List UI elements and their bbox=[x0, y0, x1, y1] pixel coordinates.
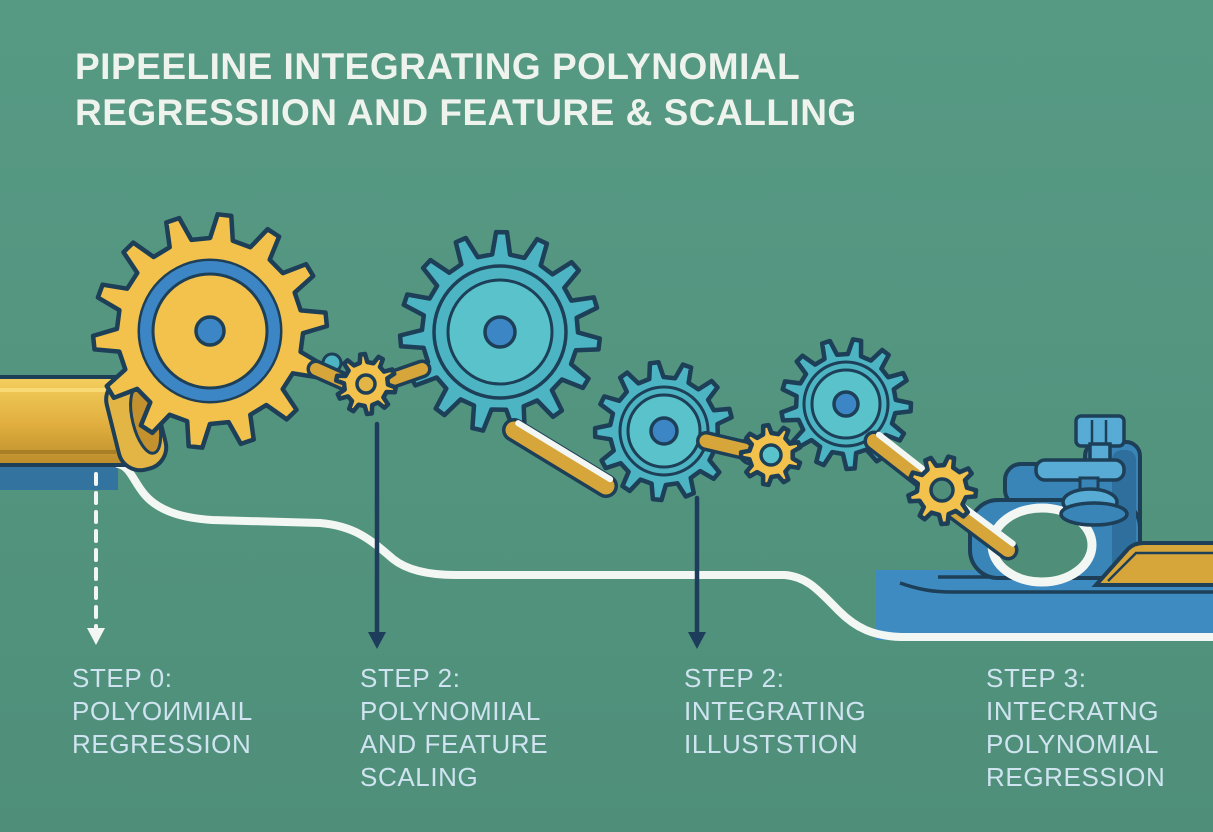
page-title: PIPEELINE INTEGRATING POLYNOMIAL REGRESS… bbox=[75, 44, 857, 136]
title-line-2: REGRESSIION AND FEATURE & SCALLING bbox=[75, 92, 857, 133]
step-line: AND FEATURE bbox=[360, 729, 549, 759]
solid-down-arrow-step-1 bbox=[368, 421, 386, 649]
platform-edge bbox=[899, 581, 1213, 594]
step-heading: STEP 0: bbox=[72, 663, 173, 693]
step-line: REGRESSION bbox=[72, 729, 252, 759]
step-label-1: STEP 2: POLYNOMIIAL AND FEATURE SCALING bbox=[360, 662, 548, 794]
step-line: ILLUSTSTION bbox=[684, 729, 859, 759]
title-line-1: PIPEELINE INTEGRATING POLYNOMIAL bbox=[75, 46, 801, 87]
step-line: POLYOИMIAIL bbox=[72, 696, 253, 726]
gear-icon-medium-teal bbox=[592, 359, 735, 503]
step-line: POLYNOMIIAL bbox=[360, 696, 541, 726]
step-label-2: STEP 2: INTEGRATING ILLUSTSTION bbox=[684, 662, 866, 761]
step-line: REGRESSION bbox=[986, 762, 1166, 792]
output-tray bbox=[1091, 541, 1213, 587]
gear-icon-small-yellow-2 bbox=[738, 422, 803, 488]
gear-icon-large-teal bbox=[397, 229, 603, 434]
solid-down-arrow-step-2 bbox=[688, 495, 706, 649]
step-line: INTEGRATING bbox=[684, 696, 867, 726]
step-label-0: STEP 0: POLYOИMIAIL REGRESSION bbox=[72, 662, 253, 761]
dashed-down-arrow-step-0 bbox=[87, 472, 105, 645]
step-label-3: STEP 3: INTECRATNG POLYNOMIAL REGRESSION bbox=[986, 662, 1165, 794]
gear-icon-small-yellow-3 bbox=[906, 454, 979, 527]
step-line: INTECRATNG bbox=[986, 696, 1160, 726]
gear-icon-medium-teal-2 bbox=[779, 337, 914, 472]
boundary-wave bbox=[114, 460, 1213, 641]
step-line: SCALING bbox=[360, 762, 479, 792]
pipe-shadow bbox=[0, 464, 118, 490]
step-line: POLYNOMIAL bbox=[986, 729, 1160, 759]
step-heading: STEP 3: bbox=[986, 663, 1087, 693]
gear-icon-small-yellow-1 bbox=[333, 351, 399, 417]
step-heading: STEP 2: bbox=[684, 663, 785, 693]
gear-icon-large-yellow bbox=[90, 212, 330, 450]
step-heading: STEP 2: bbox=[360, 663, 461, 693]
